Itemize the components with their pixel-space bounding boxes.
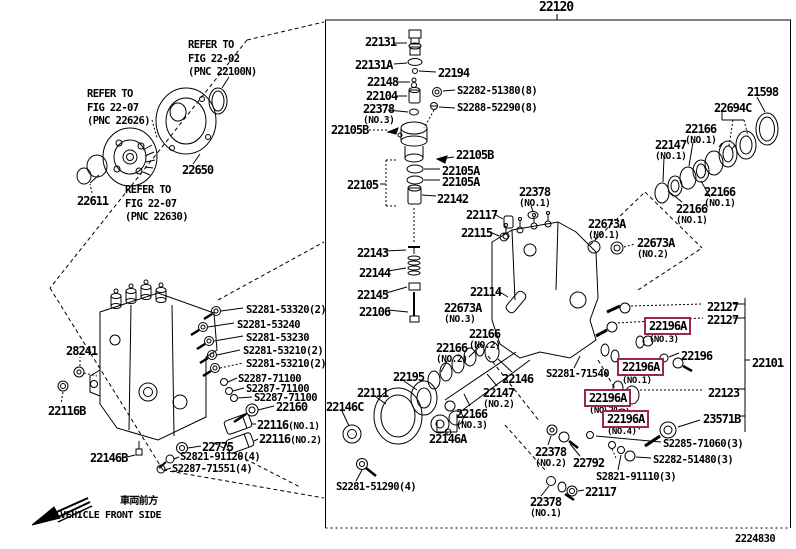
label-22378-no1-top: 22378(NO.1) (519, 185, 551, 209)
label-s2282-51480: S2282-51480(3) (653, 454, 734, 466)
feed-pump-art (57, 241, 325, 488)
bearing-chain-art (654, 96, 779, 204)
label-s2287-71100-b: S2287-71100 (246, 383, 310, 395)
label-22694c: 22694C (714, 101, 752, 115)
label-22111: 22111 (357, 386, 389, 400)
label-s2281-53240: S2281-53240 (237, 319, 301, 331)
label-22105a-1: 22105A (442, 164, 480, 178)
label-22131a: 22131A (355, 58, 393, 72)
front-marker-en: VEHICLE FRONT SIDE (60, 510, 162, 521)
label-28241: 28241 (66, 344, 98, 358)
label-22146: 22146 (502, 372, 534, 386)
label-22117-top: 22117 (466, 208, 498, 222)
label-22101: 22101 (752, 356, 784, 370)
label-s2288-52290: S2288-52290(8) (457, 102, 538, 114)
label-22116-no2: 22116(NO.2) (259, 432, 322, 446)
label-22196a-box1-no: (NO.3) (649, 335, 679, 345)
label-22196a-box3[interactable]: 22196A (584, 389, 632, 407)
label-22196a-box2-no: (NO.1) (622, 376, 652, 386)
label-22166-no1-c: 22166(NO.1) (676, 202, 708, 226)
label-22146a: 22146A (429, 432, 467, 446)
label-s2287-71551: S2287-71551(4) (172, 463, 253, 475)
label-s2281-51290: S2281-51290(4) (336, 481, 417, 493)
label-22148: 22148 (367, 75, 399, 89)
label-22195: 22195 (393, 370, 425, 384)
label-22196a-box4-no: (NO.4) (607, 427, 637, 437)
label-22378-no1-bottom: 22378(NO.1) (530, 495, 562, 519)
label-22117-bottom: 22117 (585, 485, 617, 499)
label-22106: 22106 (359, 305, 391, 319)
inlet-union-art (369, 29, 636, 323)
label-22196a-box1[interactable]: 22196A (644, 317, 692, 335)
label-s2821-91120: S2821-91120(4) (180, 451, 261, 463)
label-s2287-71100-c: S2287-71100 (254, 392, 318, 404)
label-22196a-box4[interactable]: 22196A (602, 410, 650, 428)
label-s2285-71060: S2285-71060(3) (663, 438, 744, 450)
label-22166-no3: 22166(NO.3) (456, 407, 488, 431)
label-s2287-71100-a: S2287-71100 (238, 373, 302, 385)
label-22194: 22194 (438, 66, 470, 80)
label-22611: 22611 (77, 194, 109, 208)
label-s2281-71540: S2281-71540 (546, 368, 610, 380)
label-22650: 22650 (182, 163, 214, 177)
front-direction-arrow (31, 497, 93, 526)
label-22196a-box2[interactable]: 22196A (617, 358, 665, 376)
left-gear-art (49, 21, 325, 499)
assembly-number-label: 22120 (539, 0, 574, 15)
diagram-frame (325, 14, 791, 529)
label-22196: 22196 (681, 349, 713, 363)
label-22105a-2: 22105A (442, 175, 480, 189)
label-22116-no1: 22116(NO.1) (257, 418, 320, 432)
front-marker-jp: 車両前方 (120, 496, 158, 507)
label-22166-no1-b: 22166(NO.1) (704, 185, 736, 209)
label-22146c: 22146C (326, 400, 364, 414)
label-s2281-53320: S2281-53320(2) (246, 304, 327, 316)
label-22145: 22145 (357, 288, 389, 302)
label-22792: 22792 (573, 456, 605, 470)
label-s2281-53210-a: S2281-53210(2) (243, 345, 324, 357)
label-22775: 22775 (202, 440, 234, 454)
label-22123: 22123 (708, 386, 740, 400)
label-22131: 22131 (365, 35, 397, 49)
label-22673a-no1: 22673A(NO.1) (588, 217, 626, 241)
label-21598: 21598 (747, 85, 779, 99)
label-22147-no2: 22147(NO.2) (483, 386, 515, 410)
label-22115: 22115 (461, 226, 493, 240)
label-22104: 22104 (366, 89, 398, 103)
label-22116b: 22116B (48, 404, 86, 418)
label-22378-no3: 22378(NO.3) (363, 102, 395, 126)
label-22114: 22114 (470, 285, 502, 299)
label-22105b-left: 22105B (331, 123, 369, 137)
injection-pump-body-art (341, 211, 599, 482)
label-22146b: 22146B (90, 451, 128, 465)
label-s2821-91110: S2821-91110(3) (596, 471, 677, 483)
plate-code-label: 2224830 (735, 533, 776, 545)
label-22160: 22160 (276, 400, 308, 414)
label-22142: 22142 (437, 192, 469, 206)
label-22166-no2-a: 22166(NO.2) (469, 327, 501, 351)
label-22144: 22144 (359, 266, 391, 280)
label-22105: 22105 (347, 178, 379, 192)
cam-end-art (589, 191, 750, 448)
label-s2281-53210-b: S2281-53210(2) (246, 358, 327, 370)
label-22166-no2-b: 22166(NO.2) (436, 341, 468, 365)
label-s2281-53230: S2281-53230 (246, 332, 310, 344)
label-22127-b: 22127 (707, 313, 739, 327)
label-23571b: 23571B (703, 412, 741, 426)
label-22105b-right: 22105B (456, 148, 494, 162)
label-22143: 22143 (357, 246, 389, 260)
label-22378-no2: 22378(NO.2) (535, 445, 567, 469)
bottom-right-art (504, 424, 662, 502)
label-22166-no1-a: 22166(NO.1) (685, 122, 717, 146)
label-22127-a: 22127 (707, 300, 739, 314)
label-22673a-no2: 22673A(NO.2) (637, 236, 675, 260)
label-22147-no1: 22147(NO.1) (655, 138, 687, 162)
label-s2282-51380: S2282-51380(8) (457, 85, 538, 97)
label-22673a-no3: 22673A(NO.3) (444, 301, 482, 325)
fastener-column-art (156, 306, 275, 474)
